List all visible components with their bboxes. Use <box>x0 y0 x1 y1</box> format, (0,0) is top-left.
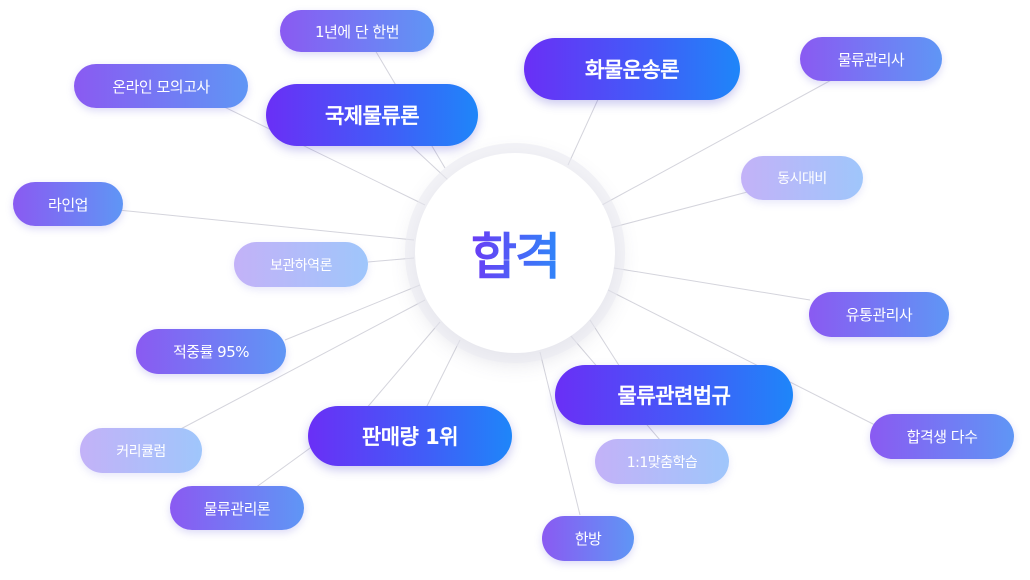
node-distribution-manager: 유통관리사 <box>809 292 949 337</box>
node-freight-transport: 화물운송론 <box>524 38 740 100</box>
connector-line <box>589 319 621 368</box>
node-logistics-manager-top: 물류관리사 <box>800 37 942 81</box>
connector-line <box>424 339 461 411</box>
node-one-on-one: 1:1맞춤학습 <box>595 439 729 484</box>
node-curriculum: 커리큘럼 <box>80 428 202 473</box>
node-hit-rate: 적중률 95% <box>136 329 286 374</box>
node-lineup: 라인업 <box>13 182 123 226</box>
node-many-passers: 합격생 다수 <box>870 414 1014 459</box>
connector-line <box>367 257 415 263</box>
node-hanbang: 한방 <box>542 516 634 561</box>
center-circle: 합격 <box>415 153 615 353</box>
connector-line <box>601 77 836 206</box>
node-simultaneous-prep: 동시대비 <box>741 156 863 200</box>
connector-line <box>364 321 441 411</box>
node-international-logistics: 국제물류론 <box>266 84 478 146</box>
node-once-a-year: 1년에 단 한번 <box>280 10 434 52</box>
connector-line <box>117 209 415 241</box>
connector-line <box>404 139 449 181</box>
connector-line <box>567 94 601 166</box>
connector-line <box>209 99 426 206</box>
connector-line <box>539 351 581 516</box>
connector-line <box>607 289 876 426</box>
node-online-mock-exam: 온라인 모의고사 <box>74 64 248 108</box>
node-logistics-management: 물류관리론 <box>170 486 304 530</box>
node-sales-rank: 판매량 1위 <box>308 406 512 466</box>
connector-line <box>174 299 426 433</box>
connector-line <box>609 189 756 229</box>
node-logistics-law: 물류관련법규 <box>555 365 793 425</box>
center-label: 합격 <box>471 217 561 289</box>
connector-line <box>284 284 421 341</box>
connector-line <box>613 267 811 301</box>
node-storage-handling: 보관하역론 <box>234 242 368 287</box>
